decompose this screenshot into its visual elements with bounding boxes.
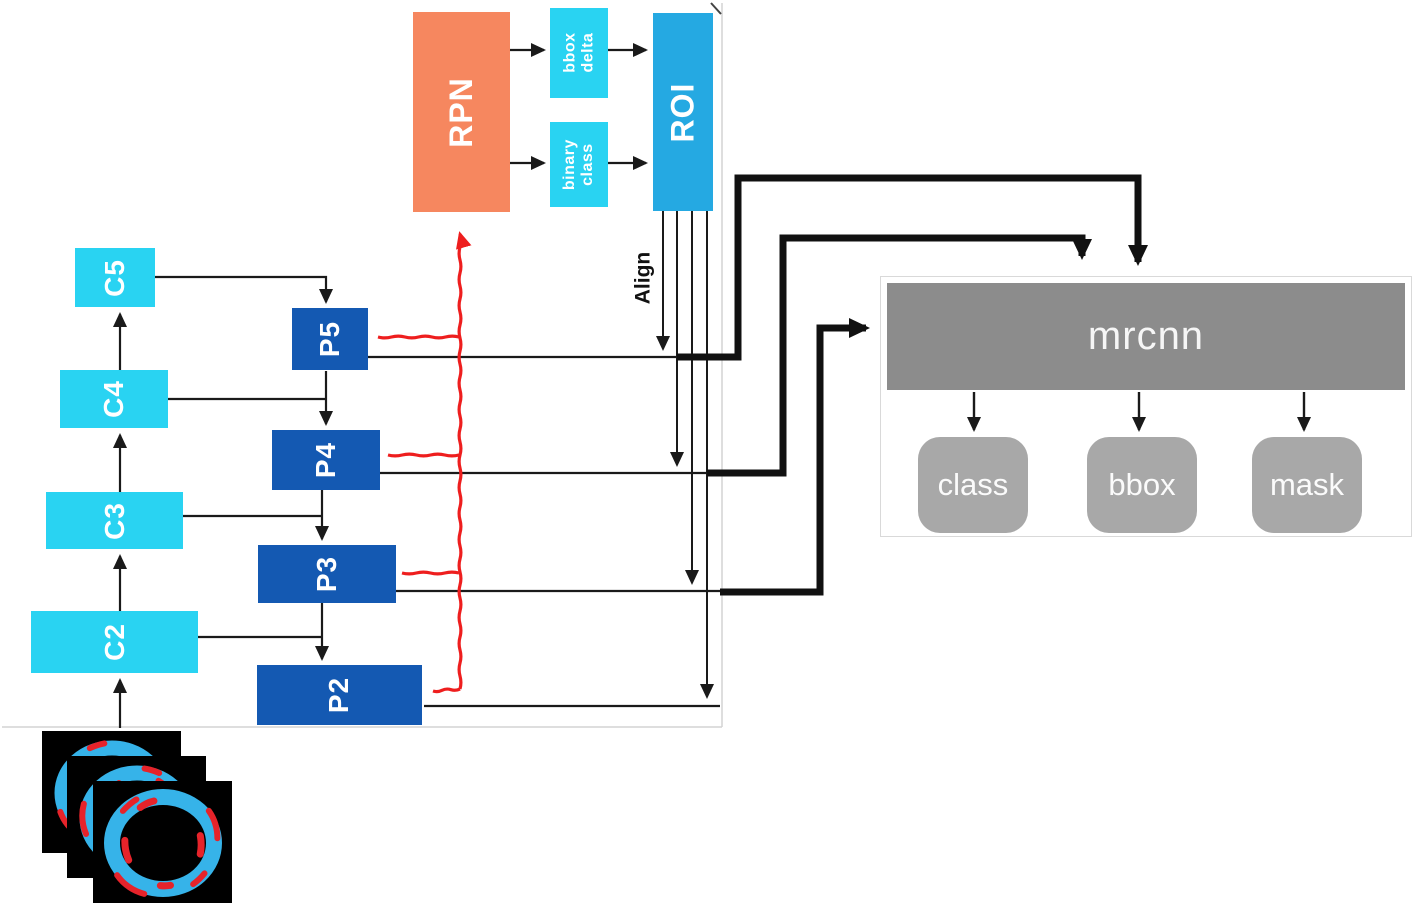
backbone-c3-box: C3 — [46, 492, 183, 549]
backbone-c4-box: C4 — [60, 370, 168, 428]
pyramid-p3-box: P3 — [258, 545, 396, 603]
red-feed-p3 — [401, 570, 460, 576]
mrcnn-label: mrcnn — [1087, 314, 1205, 358]
route-p4-to-mrcnn — [707, 234, 1092, 477]
output-class-box: class — [918, 437, 1028, 533]
route-p5-to-mrcnn — [677, 174, 1148, 361]
red-feed-p5 — [377, 334, 460, 340]
arrow-c5-to-p5 — [155, 275, 333, 304]
output-mask-box: mask — [1252, 437, 1362, 533]
input-slice-image-3 — [93, 781, 232, 903]
mrcnn-box: mrcnn — [887, 283, 1405, 390]
red-feed-p2 — [432, 687, 461, 694]
backbone-c5-box: C5 — [75, 248, 155, 307]
mask-label: mask — [1269, 467, 1345, 502]
backbone-c2-box: C2 — [31, 611, 198, 673]
pyramid-p4-box: P4 — [272, 430, 380, 490]
roi-box: ROI — [653, 13, 713, 211]
pyramid-p5-box: P5 — [292, 308, 368, 370]
route-p3-to-mrcnn — [720, 318, 870, 596]
class-label: class — [937, 467, 1009, 502]
red-feed-trunk-to-rpn — [456, 231, 472, 690]
bbox-label: bbox — [1108, 467, 1176, 502]
pyramid-p2-box: P2 — [257, 665, 422, 725]
red-feed-p4 — [387, 452, 460, 458]
output-bbox-box: bbox — [1087, 437, 1197, 533]
panel-corner-mark — [710, 2, 722, 15]
rpn-box: RPN — [413, 12, 510, 212]
